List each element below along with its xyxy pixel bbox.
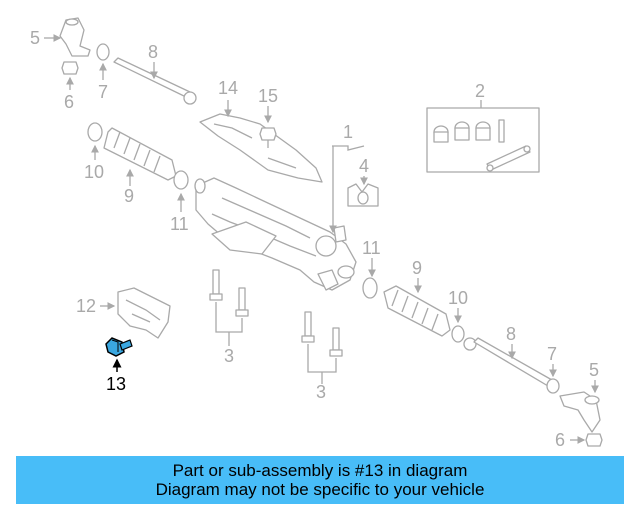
tie-rod-end-right (559, 391, 601, 433)
clamp-right (546, 378, 560, 394)
callout-7-right: 7 (547, 344, 557, 364)
repair-kit (426, 107, 540, 173)
callout-2: 2 (475, 81, 485, 101)
steering-gear-assembly (194, 177, 357, 291)
nut-left (61, 61, 79, 75)
callout-1: 1 (343, 122, 353, 142)
callout-8-left: 8 (148, 42, 158, 62)
callout-11-right: 11 (362, 238, 381, 258)
clamp-ring-right (362, 277, 378, 299)
clamp-left (96, 43, 110, 61)
bellows-boot-right (383, 285, 451, 337)
tie-rod-end-left (59, 17, 91, 57)
bolt-13-highlighted[interactable] (105, 337, 133, 357)
caption-banner: Part or sub-assembly is #13 in diagram D… (16, 456, 624, 504)
mount-bushing (347, 183, 379, 207)
bolts-group-right (301, 311, 343, 357)
callout-11-left: 11 (170, 214, 189, 234)
caption-line-part: Part or sub-assembly is #13 in diagram (172, 461, 468, 480)
callout-3-right: 3 (316, 382, 326, 402)
caption-line-disclaimer: Diagram may not be specific to your vehi… (155, 480, 485, 499)
callout-6-left: 6 (64, 92, 74, 112)
callout-3-left: 3 (224, 346, 234, 366)
callout-9-right: 9 (412, 258, 422, 278)
callout-5-right: 5 (589, 360, 599, 380)
boot-clamp-left (87, 122, 103, 142)
callout-8-right: 8 (506, 324, 516, 344)
nut-right (585, 433, 603, 447)
parts-diagram: 5 6 7 8 10 9 11 14 15 1 4 2 11 9 10 8 7 … (30, 17, 603, 450)
callout-10-right: 10 (448, 288, 468, 308)
clamp-ring-left (173, 170, 189, 190)
callout-5-left: 5 (30, 28, 40, 48)
callout-14: 14 (218, 78, 238, 98)
callout-13-highlighted: 13 (106, 374, 126, 394)
callout-12: 12 (76, 296, 96, 316)
callout-10-left: 10 (84, 162, 104, 182)
bolt-15 (259, 127, 277, 148)
boot-clamp-right (451, 325, 465, 343)
heat-shield (199, 113, 323, 183)
callout-4: 4 (359, 156, 369, 176)
inner-tie-rod-left (113, 57, 197, 105)
bracket-12 (117, 287, 171, 339)
inner-tie-rod-right (463, 337, 553, 387)
bellows-boot-left (103, 127, 177, 181)
callout-6-right: 6 (555, 430, 565, 450)
callout-7-left: 7 (98, 82, 108, 102)
bolts-group-left (209, 269, 249, 317)
callout-15: 15 (258, 86, 278, 106)
callout-9-left: 9 (124, 186, 134, 206)
